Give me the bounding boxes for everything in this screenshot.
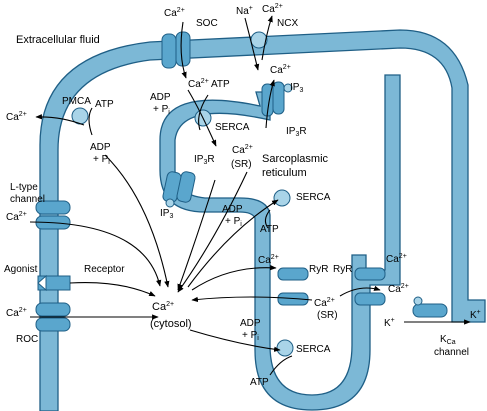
pump-serca-bottom (276, 339, 294, 357)
label-adp-pmca: ADP (90, 142, 111, 153)
label-receptor: Receptor (84, 264, 125, 275)
label-ip3-top: IP3 (290, 82, 303, 94)
label-reticulum: reticulum (262, 167, 307, 179)
label-atp-pmca: ATP (95, 99, 114, 110)
label-ca-l-type: Ca2+ (6, 211, 27, 223)
label-l-type-channel: channel (10, 194, 45, 205)
label-roc: ROC (16, 334, 38, 345)
label-pmca: PMCA (62, 96, 91, 107)
label-serca-bottom: SERCA (296, 344, 331, 355)
label-ca-sr-upper: Ca2+ (232, 144, 253, 156)
label-ip3-left: IP3 (160, 208, 173, 220)
channel-ip3r-top (261, 81, 293, 117)
label-cytosol: (cytosol) (150, 318, 192, 330)
label-agonist: Agonist (4, 264, 38, 275)
label-ca-soc: Ca2+ (164, 7, 185, 19)
label-k-out: K+ (470, 309, 481, 321)
channel-ip3r-left (162, 171, 196, 208)
channel-kca (412, 296, 448, 318)
label-ca-ncx: Ca2+ (262, 3, 283, 15)
label-ip3r-left: IP3R (194, 154, 215, 166)
label-adp-serca-middle: ADP (222, 204, 243, 215)
label-extracellular-fluid: Extracellular fluid (16, 34, 100, 46)
labels: Extracellular fluid Ca2+ SOC Na+ Ca2+ NC… (4, 3, 481, 388)
label-ca-ryr-right-top: Ca2+ (386, 253, 407, 265)
label-atp-serca-bottom: ATP (250, 377, 269, 388)
label-k-in: K+ (384, 317, 395, 329)
agonist-receptor (37, 274, 71, 292)
label-sarcoplasmic: Sarcoplasmic (262, 153, 329, 165)
flux-arrows (29, 15, 471, 376)
label-ryr-right: RyR (333, 264, 352, 275)
label-na: Na+ (236, 5, 253, 17)
label-kca: KCa (440, 334, 456, 346)
label-ip3r-top: IP3R (286, 126, 307, 138)
label-soc: SOC (196, 18, 218, 29)
label-kca-channel: channel (434, 347, 469, 358)
label-sr-lower: (SR) (317, 310, 338, 321)
channel-soc (161, 31, 191, 69)
label-ca-ryr-right: Ca2+ (388, 283, 409, 295)
label-ca-serca-top: Ca2+ (188, 78, 209, 90)
channel-ryr-left (277, 267, 309, 306)
label-adp-serca-bottom: ADP (240, 318, 261, 329)
label-l-type: L-type (10, 182, 38, 193)
label-ca-pmca: Ca2+ (6, 111, 27, 123)
label-pi-serca-bottom: + Pi (242, 330, 259, 342)
label-ca-cytosol: Ca2+ (152, 301, 174, 313)
plasma-membrane (39, 29, 486, 411)
label-ca-ip3r-top: Ca2+ (270, 64, 291, 76)
label-pi-pmca: + Pi (93, 154, 110, 166)
label-ca-ryr-left: Ca2+ (258, 254, 279, 266)
sarcoplasmic-reticulum-membrane (159, 74, 401, 411)
label-ca-sr-lower: Ca2+ (314, 297, 335, 309)
label-atp-serca-middle: ATP (260, 224, 279, 235)
label-sr-upper: (SR) (231, 159, 252, 170)
channel-roc (35, 302, 71, 332)
label-ryr-left: RyR (309, 264, 328, 275)
label-ca-roc: Ca2+ (6, 307, 27, 319)
label-adp-serca-top: ADP (150, 92, 171, 103)
label-pi-serca-middle: + Pi (225, 216, 242, 228)
label-atp-serca-top: ATP (211, 79, 230, 90)
pump-serca-middle (273, 189, 291, 207)
label-serca-middle: SERCA (296, 192, 331, 203)
channel-ryr-right (354, 267, 386, 306)
label-serca-top: SERCA (215, 122, 250, 133)
label-pi-serca-top: + Pi (153, 104, 170, 116)
label-ncx: NCX (277, 18, 298, 29)
